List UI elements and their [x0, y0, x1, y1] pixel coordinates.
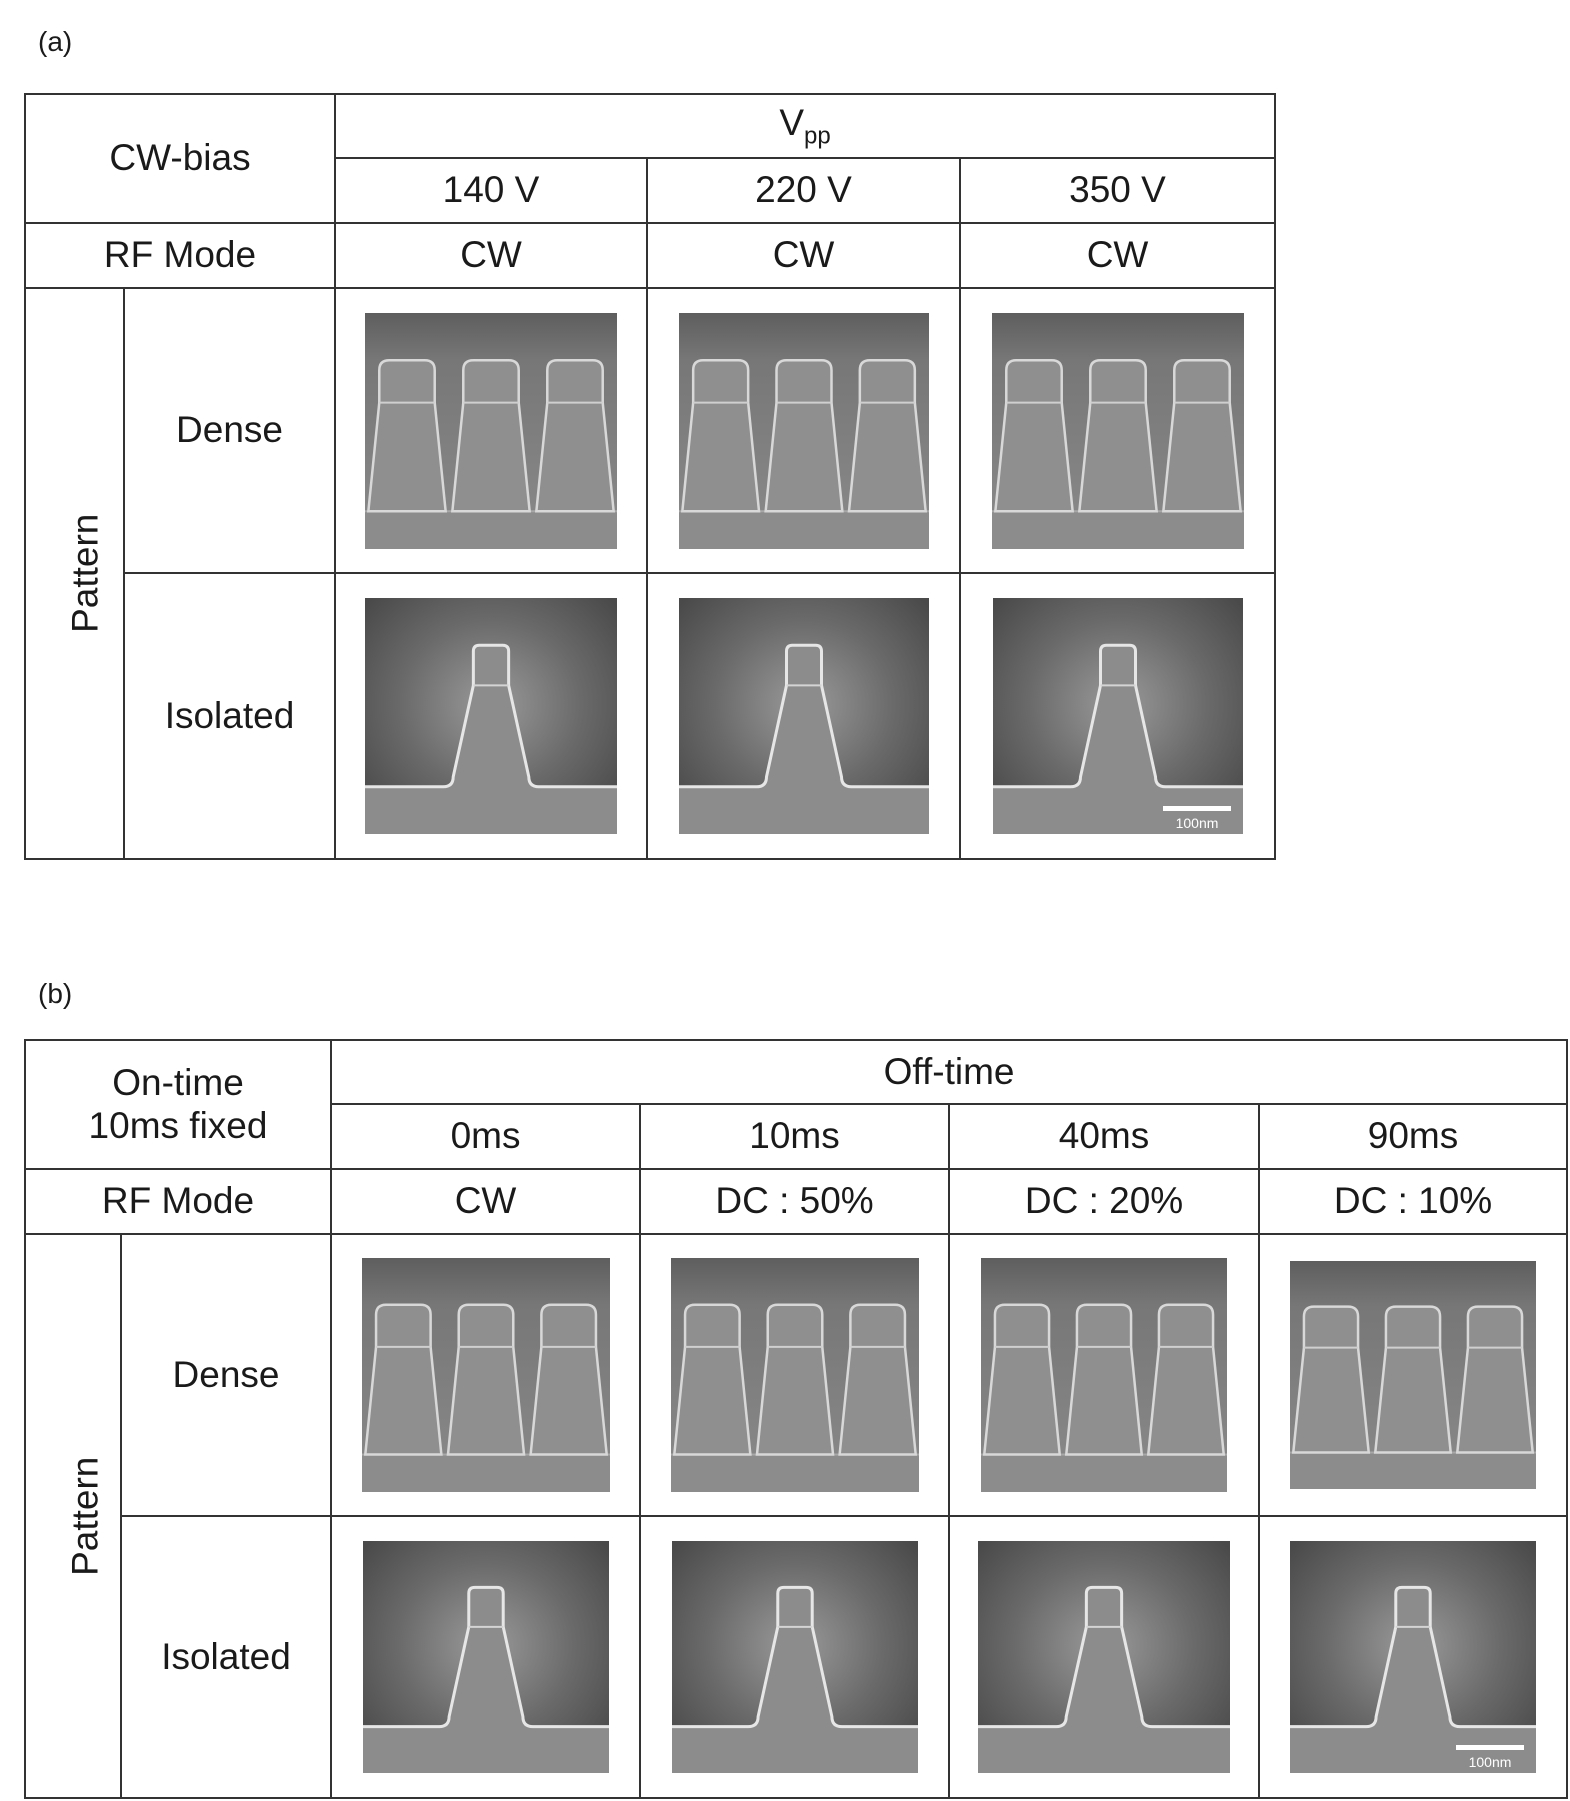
panel-a-rf-mode: CW	[959, 222, 1277, 289]
panel-a-table: CW-bias Vpp 140 V 220 V 350 V RF Mode CW…	[23, 93, 1277, 860]
panel-a-col-header: 140 V	[334, 157, 649, 224]
panel-b-offtime-header: Off-time	[330, 1039, 1569, 1105]
sem-micrograph-dense	[678, 312, 929, 549]
sem-micrograph-dense	[361, 1258, 610, 1492]
panel-b-rf-mode: DC : 10%	[1258, 1168, 1569, 1235]
sem-micrograph-isolated: 100nm	[1290, 1541, 1537, 1773]
panel-b-col-header: 0ms	[330, 1103, 642, 1170]
sem-micrograph-isolated	[978, 1541, 1231, 1773]
panel-b-sem-iso-0ms	[330, 1515, 642, 1799]
panel-a-label: (a)	[38, 26, 73, 57]
panel-b-rf-mode: DC : 20%	[948, 1168, 1261, 1235]
panel-b-pattern-label: Pattern	[64, 1456, 106, 1576]
scale-bar-label: 100nm	[1175, 815, 1218, 831]
panel-b-label: (b)	[38, 978, 73, 1009]
sem-micrograph-isolated	[671, 1541, 918, 1773]
panel-a-vpp-header: Vpp	[334, 93, 1277, 159]
panel-a-row-label: Dense	[122, 287, 337, 574]
panel-b-row-label: Dense	[119, 1233, 333, 1517]
sem-micrograph-isolated: 100nm	[992, 598, 1243, 834]
scale-bar-label: 100nm	[1469, 1754, 1512, 1770]
panel-b-row-label: Isolated	[119, 1515, 333, 1799]
panel-a-sem-dense-220v	[646, 287, 962, 574]
panel-b-rf-mode: DC : 50%	[639, 1168, 951, 1235]
panel-a-corner: CW-bias	[23, 93, 337, 224]
scale-bar	[1162, 806, 1231, 811]
panel-a-sem-iso-220v	[646, 572, 962, 860]
panel-b-corner-line1: On-time	[112, 1061, 244, 1103]
panel-a-sem-dense-140v	[334, 287, 649, 574]
sem-micrograph-dense	[1290, 1261, 1537, 1489]
panel-b-col-header: 10ms	[639, 1103, 951, 1170]
panel-a-sem-iso-350v: 100nm	[959, 572, 1277, 860]
panel-a-pattern-label: Pattern	[64, 513, 106, 634]
sem-micrograph-dense	[670, 1258, 919, 1492]
panel-b-sem-iso-10ms	[639, 1515, 951, 1799]
sem-micrograph-isolated	[362, 1541, 609, 1773]
sem-micrograph-isolated	[365, 598, 618, 834]
panel-b-pattern-label-cell: Pattern	[24, 1233, 122, 1799]
scale-bar	[1456, 1745, 1525, 1750]
panel-b-sem-dense-40ms	[948, 1233, 1261, 1517]
panel-b-sem-iso-40ms	[948, 1515, 1261, 1799]
panel-a-col-header: 220 V	[646, 157, 962, 224]
panel-b-sem-iso-90ms: 100nm	[1258, 1515, 1569, 1799]
panel-b-col-header: 40ms	[948, 1103, 1261, 1170]
panel-a-sem-iso-140v	[334, 572, 649, 860]
panel-b-col-header: 90ms	[1258, 1103, 1569, 1170]
sem-micrograph-dense	[981, 1258, 1228, 1492]
panel-b-sem-dense-90ms	[1258, 1233, 1569, 1517]
sem-micrograph-isolated	[678, 598, 929, 834]
panel-b-sem-dense-0ms	[330, 1233, 642, 1517]
panel-b-sem-dense-10ms	[639, 1233, 951, 1517]
vpp-main: V	[779, 102, 804, 143]
panel-a-pattern-label-cell: Pattern	[24, 287, 125, 860]
panel-b-rf-mode: CW	[330, 1168, 642, 1235]
panel-a-rf-mode-label: RF Mode	[23, 222, 337, 289]
sem-micrograph-dense	[365, 312, 618, 549]
panel-a-rf-mode: CW	[334, 222, 649, 289]
vpp-sub: pp	[804, 122, 831, 150]
panel-a-sem-dense-350v	[959, 287, 1277, 574]
panel-a-rf-mode: CW	[646, 222, 962, 289]
panel-a-col-header: 350 V	[959, 157, 1277, 224]
panel-b-rf-mode-label: RF Mode	[23, 1168, 333, 1235]
panel-a-row-label: Isolated	[122, 572, 337, 860]
sem-micrograph-dense	[991, 312, 1244, 549]
panel-b-corner-line2: 10ms fixed	[88, 1104, 268, 1146]
